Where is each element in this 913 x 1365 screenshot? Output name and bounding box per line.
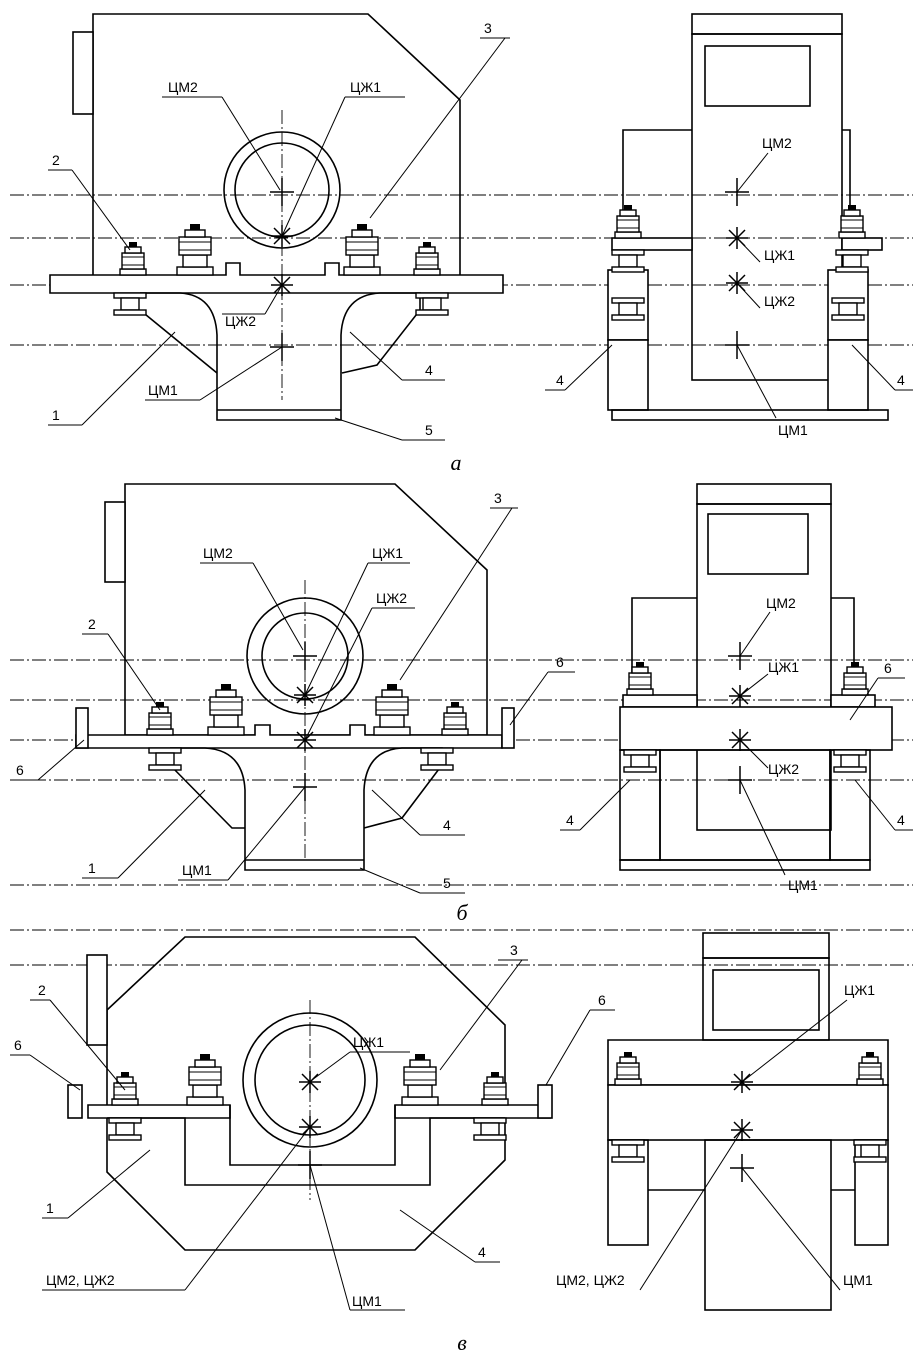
- side-label-num4-left: 4: [556, 372, 564, 388]
- side-label-cm1: ЦМ1: [778, 422, 808, 438]
- label-cz1: ЦЖ1: [353, 1034, 384, 1050]
- label-num4: 4: [425, 362, 433, 378]
- side-label-cm2: ЦМ2: [766, 595, 796, 611]
- label-cz1: ЦЖ1: [350, 79, 381, 95]
- front-view-b: ЦМ2 ЦЖ1 ЦЖ2 ЦМ1 3 2 6 6 1 4 5: [10, 483, 913, 894]
- side-label-cm2-cz2: ЦМ2, ЦЖ2: [556, 1272, 625, 1288]
- label-cm1: ЦМ1: [352, 1293, 382, 1309]
- label-cm2: ЦМ2: [203, 545, 233, 561]
- label-cm1: ЦМ1: [182, 862, 212, 878]
- label-num5: 5: [443, 875, 451, 891]
- label-num6-right: 6: [556, 654, 564, 670]
- side-view-c: ЦЖ1 ЦМ2, ЦЖ2 ЦМ1: [556, 932, 889, 1311]
- label-num2: 2: [52, 152, 60, 168]
- side-label-cm1: ЦМ1: [843, 1272, 873, 1288]
- front-view-a: ЦМ2 ЦЖ1 ЦЖ2 ЦМ1 3 2 1 4 5: [10, 13, 913, 441]
- caption-b: б: [456, 900, 468, 925]
- label-cz1: ЦЖ1: [372, 545, 403, 561]
- label-num3: 3: [484, 20, 492, 36]
- side-label-cm2: ЦМ2: [762, 135, 792, 151]
- label-cm1: ЦМ1: [148, 382, 178, 398]
- label-cz2: ЦЖ2: [225, 313, 256, 329]
- label-cm2-cz2: ЦМ2, ЦЖ2: [46, 1272, 115, 1288]
- side-label-num4-left: 4: [566, 812, 574, 828]
- label-num1: 1: [88, 860, 96, 876]
- label-num6-left: 6: [14, 1037, 22, 1053]
- label-num2: 2: [38, 982, 46, 998]
- side-view-a: ЦМ2 ЦЖ1 ЦЖ2 ЦМ1 4 4: [545, 13, 913, 438]
- side-label-cz2: ЦЖ2: [764, 293, 795, 309]
- caption-c: в: [457, 1330, 467, 1355]
- side-view-b: ЦМ2 ЦЖ1 ЦЖ2 ЦМ1 6 4 4: [560, 483, 913, 893]
- label-cm2: ЦМ2: [168, 79, 198, 95]
- label-num5: 5: [425, 422, 433, 438]
- label-num6-left: 6: [16, 762, 24, 778]
- label-num4: 4: [478, 1244, 486, 1260]
- caption-a: а: [451, 450, 462, 475]
- side-label-cz1: ЦЖ1: [768, 659, 799, 675]
- side-label-num4-right: 4: [897, 812, 905, 828]
- side-label-num6: 6: [884, 660, 892, 676]
- front-view-c: ЦЖ1 ЦМ2, ЦЖ2 ЦМ1 3 2 6 6 1 4: [10, 884, 913, 1311]
- label-num1: 1: [46, 1200, 54, 1216]
- label-num2: 2: [88, 616, 96, 632]
- label-num3: 3: [510, 942, 518, 958]
- side-label-cz1: ЦЖ1: [844, 982, 875, 998]
- label-num3: 3: [494, 490, 502, 506]
- panel-a: ЦМ2 ЦЖ1 ЦЖ2 ЦМ1 3 2 1 4 5: [10, 13, 913, 475]
- label-cz2: ЦЖ2: [376, 590, 407, 606]
- label-num4: 4: [443, 817, 451, 833]
- label-num1: 1: [52, 407, 60, 423]
- side-label-cz1: ЦЖ1: [764, 247, 795, 263]
- label-num6-right: 6: [598, 992, 606, 1008]
- side-label-cz2: ЦЖ2: [768, 761, 799, 777]
- panel-b: ЦМ2 ЦЖ1 ЦЖ2 ЦМ1 3 2 6 6 1 4 5: [10, 483, 913, 925]
- side-label-num4-right: 4: [897, 372, 905, 388]
- panel-c: ЦЖ1 ЦМ2, ЦЖ2 ЦМ1 3 2 6 6 1 4: [10, 884, 913, 1355]
